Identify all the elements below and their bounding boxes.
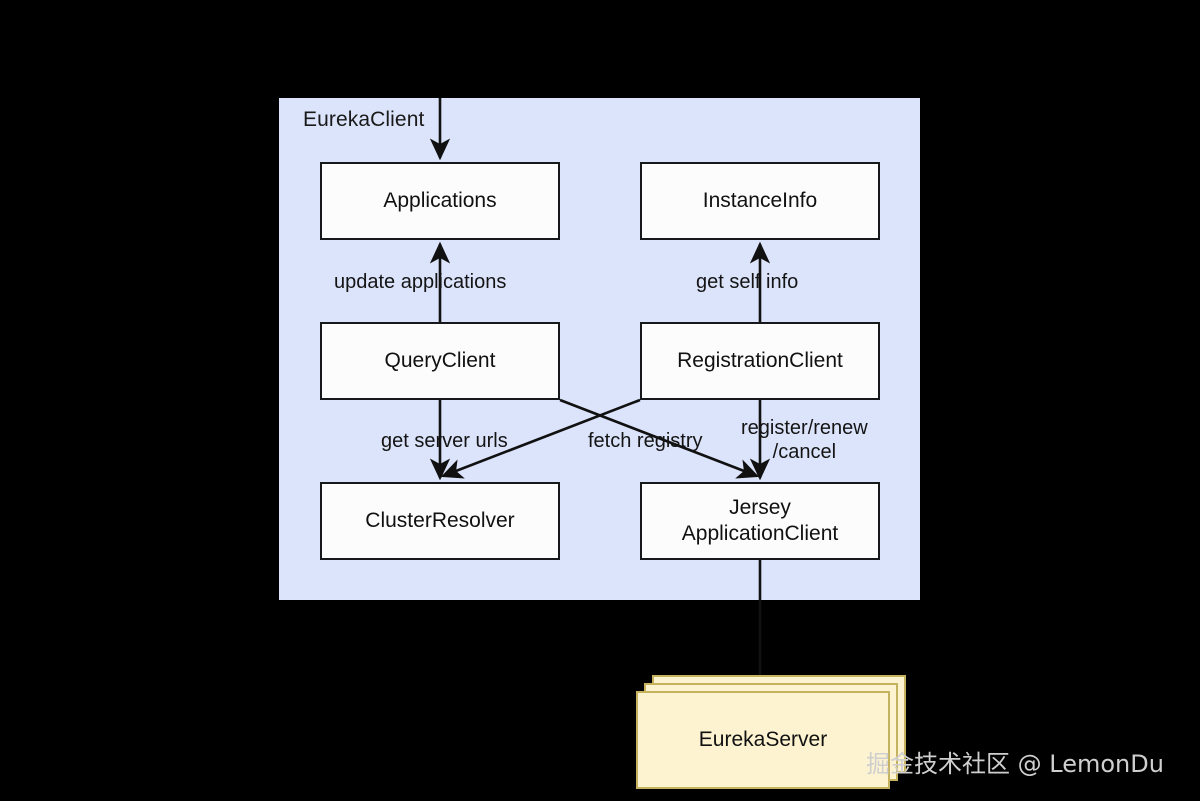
- node-jersey-application-client[interactable]: Jersey ApplicationClient: [640, 482, 880, 560]
- node-instanceinfo[interactable]: InstanceInfo: [640, 162, 880, 240]
- watermark-text: 掘金技术社区 @ LemonDu: [866, 750, 1164, 778]
- edge-label-register-renew-line1: register/renew: [741, 417, 868, 439]
- eureka-server-sheet-front[interactable]: EurekaServer: [636, 691, 890, 789]
- eureka-client-label: EurekaClient: [303, 108, 425, 131]
- edge-label-get-server-urls: get server urls: [381, 430, 508, 452]
- node-queryclient-label: QueryClient: [384, 348, 496, 372]
- edge-label-get-self-info: get self info: [696, 271, 799, 293]
- node-applications-label: Applications: [383, 188, 497, 212]
- node-registrationclient[interactable]: RegistrationClient: [640, 322, 880, 400]
- edge-label-register-renew-cancel: register/renew /cancel: [741, 416, 868, 465]
- node-applications[interactable]: Applications: [320, 162, 560, 240]
- node-clusterresolver-label: ClusterResolver: [365, 508, 515, 532]
- node-instanceinfo-label: InstanceInfo: [702, 188, 818, 212]
- eureka-server-label: EurekaServer: [698, 728, 828, 751]
- edge-label-fetch-registry: fetch registry: [588, 430, 703, 452]
- node-jersey-line-2: ApplicationClient: [681, 522, 839, 545]
- edge-label-update-applications: update applications: [334, 271, 507, 293]
- node-jersey-application-client-label: Jersey ApplicationClient: [682, 495, 838, 548]
- edge-label-register-renew-line2: /cancel: [772, 441, 837, 464]
- node-clusterresolver[interactable]: ClusterResolver: [320, 482, 560, 560]
- node-registrationclient-label: RegistrationClient: [677, 348, 843, 372]
- node-jersey-line-1: Jersey: [729, 495, 791, 519]
- node-queryclient[interactable]: QueryClient: [320, 322, 560, 400]
